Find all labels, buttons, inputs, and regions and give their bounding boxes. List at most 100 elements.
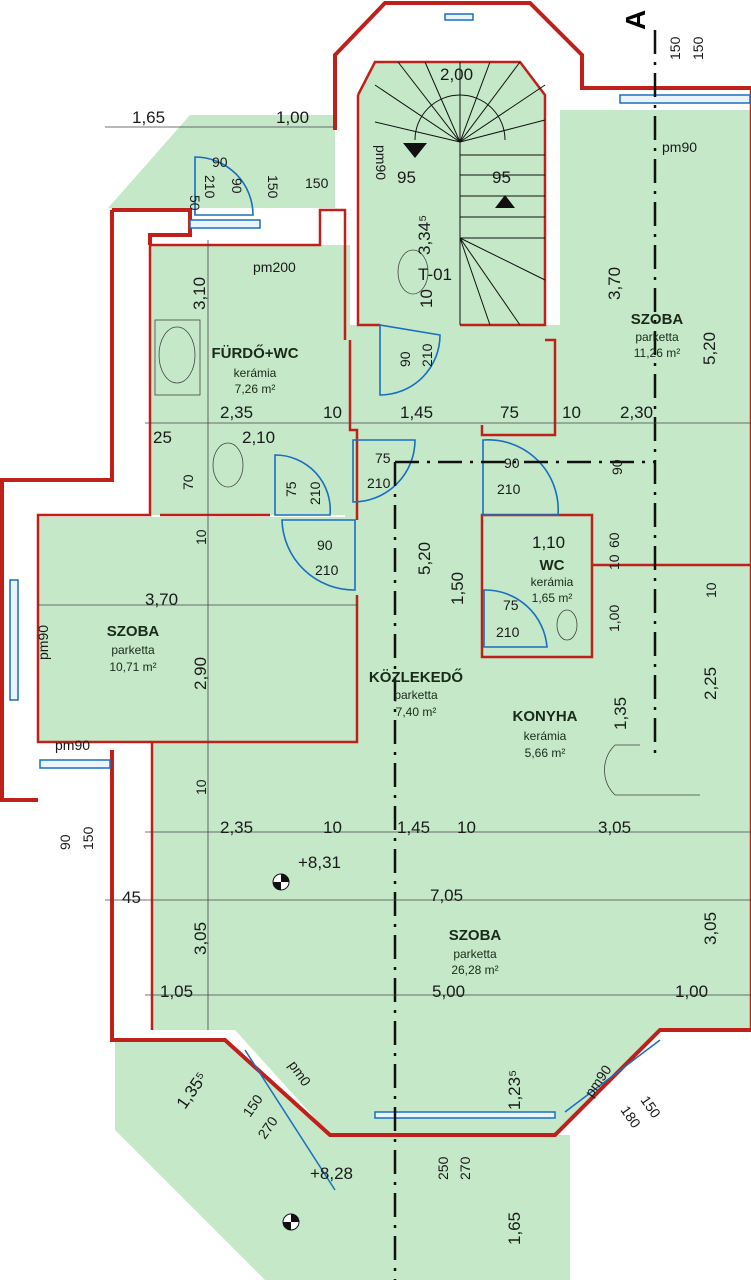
- dim-label: 75: [283, 481, 299, 497]
- dim-label: 2,25: [701, 667, 720, 700]
- staircase: [374, 61, 546, 326]
- dim-label: 3,34⁵: [415, 215, 434, 255]
- level-markers: +8,31 +8,28: [272, 853, 353, 1231]
- room-w-area: [38, 517, 356, 742]
- room-label-bath: FÜRDŐ+WC kerámia 7,26 m²: [211, 344, 298, 396]
- svg-text:kerámia: kerámia: [524, 729, 567, 743]
- svg-text:kerámia: kerámia: [234, 366, 277, 380]
- svg-text:7,26 m²: 7,26 m²: [235, 382, 276, 396]
- fixtures: [154, 319, 700, 796]
- dim-label: 10: [417, 289, 436, 308]
- dim-label: 210: [315, 562, 339, 578]
- bathtub-icon: [158, 326, 196, 384]
- dim-label: 25: [153, 428, 172, 447]
- dim-label: 5,20: [700, 332, 719, 365]
- doors: [194, 156, 559, 648]
- dim-label: 150: [690, 36, 706, 60]
- dim-label: 90: [609, 459, 625, 475]
- dim-label: 1,65: [505, 1212, 524, 1245]
- bath-area: [150, 245, 350, 515]
- dim-label: 2,10: [242, 428, 275, 447]
- level-label: +8,28: [310, 1164, 353, 1183]
- svg-text:7,40 m²: 7,40 m²: [396, 705, 437, 719]
- room-labels: FÜRDŐ+WC kerámia 7,26 m² SZOBAparketta11,2…: [107, 311, 684, 977]
- dim-label: 210: [202, 175, 218, 199]
- svg-text:11,26 m²: 11,26 m²: [634, 346, 680, 360]
- dim-label: 1,50: [448, 572, 467, 605]
- dim-label: 10: [606, 554, 622, 570]
- windows: [9, 13, 751, 1191]
- dim-label: 1,00: [675, 982, 708, 1001]
- stair-down-arrow-icon: [403, 143, 427, 158]
- svg-text:26,28 m²: 26,28 m²: [451, 963, 498, 977]
- dim-label: 3,05: [701, 912, 720, 945]
- kitchen-counter: [604, 744, 700, 796]
- dim-label: 2,90: [191, 657, 210, 690]
- dim-label: 150: [265, 175, 281, 199]
- toilet-icon: [212, 442, 244, 488]
- dim-label: 75: [503, 597, 519, 613]
- dim-label: 150: [80, 826, 96, 850]
- dim-label: 90: [504, 455, 520, 471]
- dim-label: 1,45: [397, 818, 430, 837]
- dim-label: 210: [496, 624, 520, 640]
- dim-label: 3,10: [190, 277, 209, 310]
- dim-label: 95: [397, 168, 416, 187]
- svg-text:FÜRDŐ+WC: FÜRDŐ+WC: [211, 344, 298, 362]
- dim-label: 60: [606, 532, 622, 548]
- svg-text:KONYHA: KONYHA: [512, 708, 577, 725]
- dim-label: 5,00: [432, 982, 465, 1001]
- dim-label: 2,35: [220, 818, 253, 837]
- dim-label: pm90: [35, 625, 51, 660]
- dim-label: pm90: [55, 737, 90, 753]
- stair-tag-ellipse: [397, 249, 429, 295]
- svg-text:SZOBA: SZOBA: [107, 623, 160, 640]
- dim-label: 1,45: [400, 403, 433, 422]
- dim-label: 1,35: [611, 697, 630, 730]
- dim-label: 10: [193, 529, 209, 545]
- dim-label: 1,00: [606, 605, 622, 632]
- dim-label: 3,05: [598, 818, 631, 837]
- dim-label: 1,23⁵: [505, 1070, 524, 1110]
- dim-label: 210: [367, 475, 391, 491]
- dim-label: 1,00: [276, 108, 309, 127]
- dim-label: 210: [307, 481, 323, 505]
- dim-label: 75: [375, 450, 391, 466]
- dim-label: 1,05: [160, 982, 193, 1001]
- dim-label: 150: [305, 175, 329, 191]
- svg-text:5,66 m²: 5,66 m²: [525, 746, 566, 760]
- svg-text:1,65 m²: 1,65 m²: [532, 591, 573, 605]
- dim-label: pm90: [373, 145, 389, 180]
- dim-label: 10: [457, 818, 476, 837]
- dim-label: 90: [229, 178, 245, 194]
- svg-text:10,71 m²: 10,71 m²: [109, 660, 156, 674]
- dim-label: 2,00: [440, 65, 473, 84]
- dim-label: 10: [323, 818, 342, 837]
- dim-label: 70: [180, 474, 196, 490]
- dim-label: 5,20: [415, 542, 434, 575]
- room-label-kitchen: KONYHA kerámia 5,66 m²: [512, 708, 577, 760]
- dim-label: 180: [618, 1103, 645, 1131]
- dim-label: 2,30: [620, 403, 653, 422]
- stair-up-arrow-icon: [495, 195, 515, 208]
- dim-label: 150: [667, 36, 683, 60]
- level-label: +8,31: [298, 853, 341, 872]
- floor-areas: [38, 62, 751, 1280]
- dim-label: pm90: [662, 139, 697, 155]
- dimension-labels: 1,65 1,00 2,00 90 50 150 95 95 pm90 3,34…: [35, 36, 720, 1245]
- hall-kitchen-area: [345, 325, 751, 770]
- room-s-area: [152, 742, 751, 1135]
- dim-label: 10: [562, 403, 581, 422]
- dim-label: 270: [457, 1156, 473, 1180]
- dim-label: 10: [703, 582, 719, 598]
- dim-label: 90: [317, 537, 333, 553]
- svg-text:SZOBA: SZOBA: [631, 311, 684, 328]
- dim-label: 95: [492, 168, 511, 187]
- dim-label: 45: [122, 888, 141, 907]
